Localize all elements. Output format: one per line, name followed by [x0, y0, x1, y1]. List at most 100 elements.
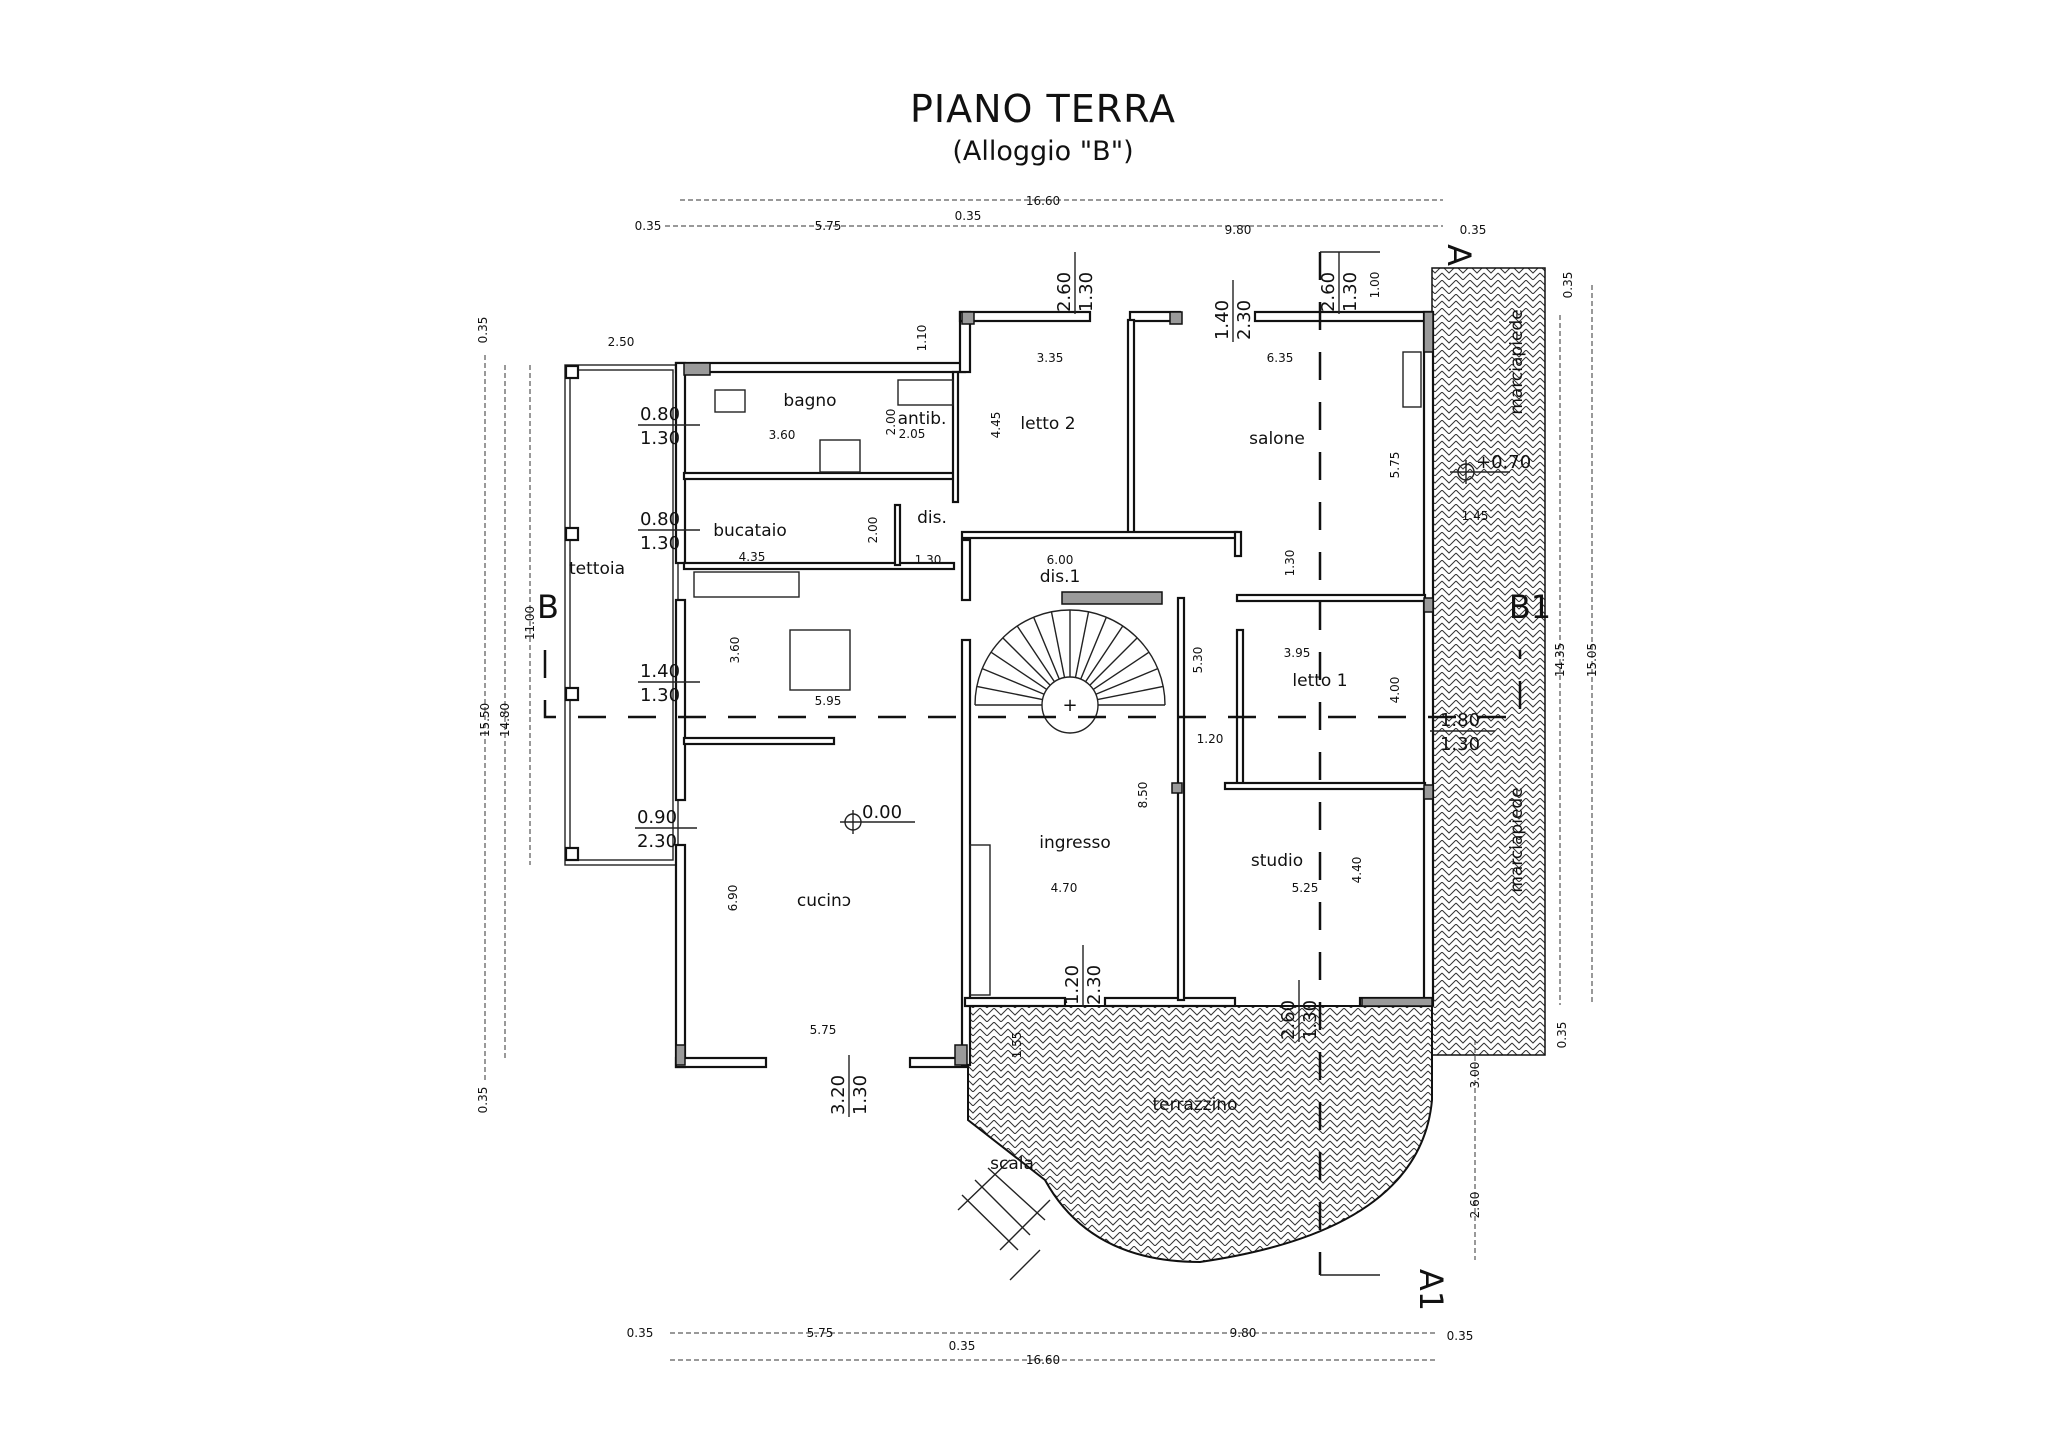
svg-text:4.35: 4.35	[739, 550, 766, 564]
svg-text:1.30: 1.30	[850, 1075, 871, 1115]
svg-text:2.60: 2.60	[1054, 272, 1075, 312]
stair-step	[1095, 667, 1159, 695]
svg-text:0.80: 0.80	[640, 404, 680, 425]
svg-text:+0.70: +0.70	[1476, 452, 1531, 473]
svg-text:3.60: 3.60	[728, 637, 742, 664]
svg-text:1.30: 1.30	[915, 553, 942, 567]
section-marker-b1: B1	[1509, 588, 1551, 626]
svg-text:2.30: 2.30	[637, 831, 677, 852]
room-ingresso: ingresso	[1039, 833, 1110, 853]
svg-text:5.95: 5.95	[815, 694, 842, 708]
svg-text:4.40: 4.40	[1350, 857, 1364, 884]
svg-text:1.30: 1.30	[1440, 734, 1480, 755]
room-studio: studio	[1251, 851, 1303, 871]
svg-text:2.00: 2.00	[866, 517, 880, 544]
svg-text:0.35: 0.35	[1555, 1022, 1569, 1049]
level-mark-ground: 0.00	[840, 802, 915, 834]
label-scala: scala	[990, 1154, 1034, 1174]
external-stair	[957, 1159, 1051, 1281]
stair-step	[1080, 616, 1108, 680]
svg-text:1.30: 1.30	[640, 428, 680, 449]
svg-text:4.00: 4.00	[1388, 677, 1402, 704]
stair-step	[1032, 616, 1060, 680]
stair-step	[1074, 611, 1090, 678]
svg-text:8.50: 8.50	[1136, 782, 1150, 809]
svg-text:0.35: 0.35	[1561, 272, 1575, 299]
section-marker-a: A	[1440, 244, 1478, 266]
svg-text:16.60: 16.60	[1026, 194, 1060, 208]
svg-text:1.30: 1.30	[1283, 550, 1297, 577]
svg-text:1.00: 1.00	[1368, 272, 1382, 299]
svg-text:0.35: 0.35	[476, 317, 490, 344]
svg-text:16.60: 16.60	[1026, 1353, 1060, 1367]
terrace-hatch	[967, 1005, 1433, 1264]
spiral-staircase: +	[974, 609, 1166, 734]
svg-text:6.90: 6.90	[726, 885, 740, 912]
svg-text:0.35: 0.35	[1447, 1329, 1474, 1343]
svg-text:0.35: 0.35	[955, 209, 982, 223]
room-bucataio: bucataio	[713, 521, 787, 541]
furniture	[693, 351, 1422, 996]
svg-text:1.30: 1.30	[1340, 272, 1361, 312]
svg-text:0.90: 0.90	[637, 807, 677, 828]
svg-text:4.70: 4.70	[1051, 881, 1078, 895]
sidewalk-hatch	[1431, 267, 1546, 1056]
room-letto-2: letto 2	[1020, 414, 1075, 434]
svg-text:0.35: 0.35	[1460, 223, 1487, 237]
svg-text:15.50: 15.50	[478, 703, 492, 737]
section-marker-a1: A1	[1412, 1269, 1450, 1311]
svg-text:2.30: 2.30	[1084, 965, 1105, 1005]
room-terrazzino: terrazzino	[1153, 1095, 1238, 1115]
label-marciapiede-top: marciapiede	[1507, 309, 1527, 414]
svg-text:5.75: 5.75	[1388, 452, 1402, 479]
svg-text:2.00: 2.00	[884, 409, 898, 436]
opening-labels: 0.801.30 0.801.30 1.401.30 0.902.30 2.60…	[635, 252, 1495, 1117]
svg-text:0.35: 0.35	[949, 1339, 976, 1353]
svg-text:11.00: 11.00	[523, 606, 537, 640]
top-dimensions: 16.60 0.35 5.75 0.35 9.80 0.35	[635, 194, 1487, 237]
stair-step	[990, 651, 1048, 691]
stair-step	[1097, 685, 1164, 701]
svg-text:1.40: 1.40	[1212, 300, 1233, 340]
label-marciapiede-bottom: marciapiede	[1507, 787, 1527, 892]
svg-text:5.75: 5.75	[807, 1326, 834, 1340]
svg-text:1.30: 1.30	[1300, 1000, 1321, 1040]
svg-text:6.00: 6.00	[1047, 553, 1074, 567]
side-dimensions: 0.35 0.35 15.50 14.80 11.00 0.35 0.35 14…	[476, 272, 1599, 1260]
room-disimpegno-1: dis.1	[1040, 567, 1081, 587]
tettoia-canopy	[564, 364, 679, 866]
svg-text:1.40: 1.40	[640, 661, 680, 682]
svg-text:1.30: 1.30	[1076, 272, 1097, 312]
stair-step	[976, 685, 1043, 701]
svg-text:1.45: 1.45	[1462, 509, 1489, 523]
svg-text:5.75: 5.75	[815, 219, 842, 233]
svg-text:1.20: 1.20	[1062, 965, 1083, 1005]
room-labels: bagno antib. letto 2 salone bucataio dis…	[569, 309, 1527, 1174]
stair-step	[1050, 611, 1066, 678]
plan-title: PIANO TERRA	[910, 87, 1176, 131]
svg-text:5.25: 5.25	[1292, 881, 1319, 895]
svg-text:2.60: 2.60	[1318, 272, 1339, 312]
svg-text:0.00: 0.00	[862, 802, 902, 823]
svg-text:3.00: 3.00	[1468, 1062, 1482, 1089]
stair-step	[1092, 651, 1150, 691]
interior-dimensions: 2.50 1.10 3.35 6.35 3.60 2.00 2.05 4.45 …	[608, 272, 1489, 1059]
svg-text:2.60: 2.60	[1468, 1192, 1482, 1219]
stair-step	[1089, 637, 1138, 686]
svg-text:2.60: 2.60	[1278, 1000, 1299, 1040]
svg-text:1.20: 1.20	[1197, 732, 1224, 746]
section-lines	[543, 251, 1522, 1276]
svg-text:1.10: 1.10	[915, 325, 929, 352]
svg-text:4.45: 4.45	[989, 412, 1003, 439]
svg-text:2.05: 2.05	[899, 427, 926, 441]
svg-text:3.95: 3.95	[1284, 646, 1311, 660]
room-bagno: bagno	[783, 391, 836, 411]
svg-text:2.30: 2.30	[1234, 300, 1255, 340]
svg-text:1.80: 1.80	[1440, 710, 1480, 731]
stair-step	[1084, 625, 1124, 683]
svg-text:5.75: 5.75	[810, 1023, 837, 1037]
svg-text:15.05: 15.05	[1585, 643, 1599, 677]
svg-text:1.30: 1.30	[640, 533, 680, 554]
stair-center-mark: +	[1062, 695, 1077, 716]
